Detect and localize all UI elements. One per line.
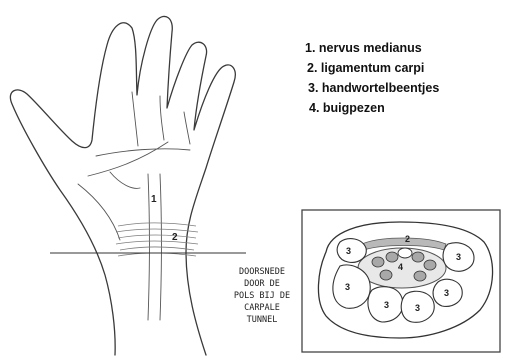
legend-item-buigpezen: 4. buigpezen [309, 98, 439, 118]
legend-item-handwortelbeentjes: 3. handwortelbeentjes [308, 78, 439, 98]
tendon [424, 260, 436, 270]
section-label-bone: 3 [346, 246, 351, 256]
palm-crease [96, 149, 190, 156]
palm-crease [88, 142, 168, 176]
palm-crease [110, 172, 140, 188]
hand-outline [10, 16, 235, 355]
palm-crease [160, 96, 164, 140]
section-label-bone: 3 [415, 303, 420, 313]
tendon [380, 270, 392, 280]
hand-label-nerve: 1 [151, 194, 157, 205]
palm-crease [184, 112, 190, 144]
caption-line: DOOR DE [228, 278, 296, 290]
section-label-ligament: 2 [405, 234, 410, 244]
section-caption: DOORSNEDE DOOR DE POLS BIJ DE CARPALE TU… [228, 266, 296, 326]
thenar-line [78, 184, 120, 240]
tendon [372, 257, 384, 267]
tendon [412, 252, 424, 262]
legend-item-ligamentum-carpi: 2. ligamentum carpi [307, 58, 439, 78]
caption-line: CARPALE [228, 302, 296, 314]
legend-item-nervus-medianus: 1. nervus medianus [305, 38, 439, 58]
section-label-bone: 3 [345, 282, 350, 292]
legend: 1. nervus medianus 2. ligamentum carpi 3… [305, 38, 439, 118]
section-label-tendons: 4 [398, 262, 403, 272]
caption-line: POLS BIJ DE [228, 290, 296, 302]
tendon [386, 252, 398, 262]
hand-label-ligament: 2 [172, 232, 178, 243]
caption-line: TUNNEL [228, 314, 296, 326]
tendon [414, 271, 426, 281]
section-label-bone: 3 [384, 300, 389, 310]
median-nerve [398, 248, 412, 258]
carpal-bone [337, 239, 366, 263]
section-label-bone: 3 [456, 252, 461, 262]
section-label-bone: 3 [444, 288, 449, 298]
caption-line: DOORSNEDE [228, 266, 296, 278]
palm-crease [132, 92, 138, 146]
